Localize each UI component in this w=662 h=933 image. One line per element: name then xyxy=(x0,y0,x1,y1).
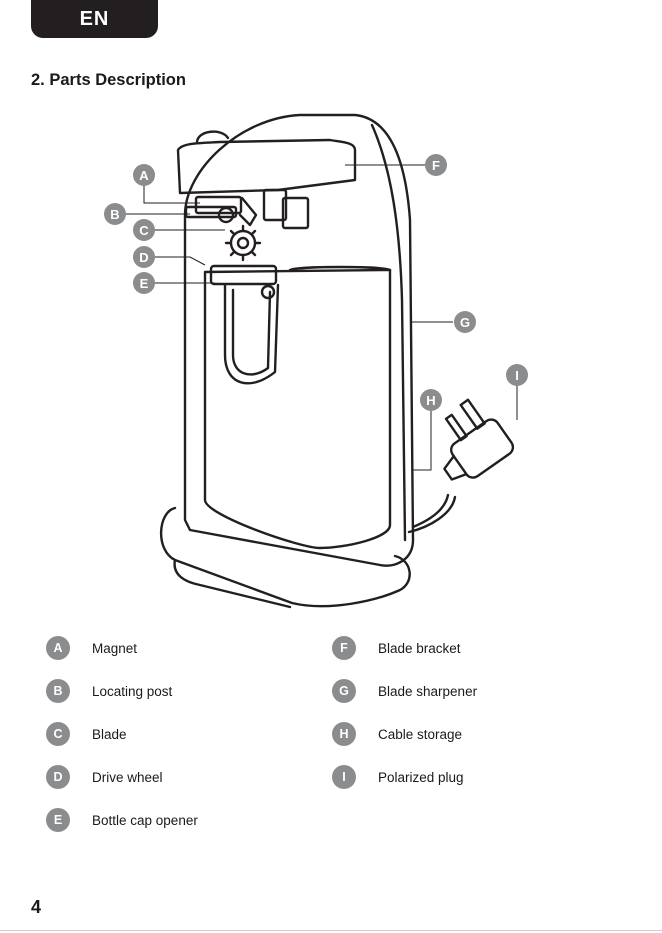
callout-b-letter: B xyxy=(110,207,119,222)
legend-item-magnet: A Magnet xyxy=(46,636,70,660)
legend-badge: A xyxy=(46,636,70,660)
legend-label: Cable storage xyxy=(378,727,462,742)
legend-item-cable-storage: H Cable storage xyxy=(332,722,356,746)
legend-badge: I xyxy=(332,765,356,789)
callout-a-letter: A xyxy=(139,168,149,183)
legend-label: Blade sharpener xyxy=(378,684,477,699)
callout-d: D xyxy=(133,246,155,268)
legend-item-drive-wheel: D Drive wheel xyxy=(46,765,70,789)
power-cord xyxy=(413,495,448,527)
callout-b: B xyxy=(104,203,126,225)
legend-label: Blade bracket xyxy=(378,641,461,656)
callout-a: A xyxy=(133,164,155,186)
legend-item-bottle-cap-opener: E Bottle cap opener xyxy=(46,808,70,832)
opener-body xyxy=(185,115,413,566)
legend-badge: H xyxy=(332,722,356,746)
legend-badge: B xyxy=(46,679,70,703)
legend-badge: G xyxy=(332,679,356,703)
callout-c-letter: C xyxy=(139,223,149,238)
callout-g-letter: G xyxy=(460,315,470,330)
legend-label: Blade xyxy=(92,727,127,742)
legend-label: Locating post xyxy=(92,684,172,699)
callout-d-letter: D xyxy=(139,250,148,265)
legend-label: Drive wheel xyxy=(92,770,163,785)
callout-e: E xyxy=(133,272,155,294)
callout-f-letter: F xyxy=(432,158,440,173)
callout-h: H xyxy=(420,389,442,411)
legend-label: Bottle cap opener xyxy=(92,813,198,828)
legend-item-locating-post: B Locating post xyxy=(46,679,70,703)
callout-f: F xyxy=(425,154,447,176)
legend-label: Polarized plug xyxy=(378,770,464,785)
can-opener-illustration: A B C D E F G H I xyxy=(0,95,662,625)
legend-badge: F xyxy=(332,636,356,660)
legend-item-blade-sharpener: G Blade sharpener xyxy=(332,679,356,703)
legend-badge: D xyxy=(46,765,70,789)
language-tab: EN xyxy=(31,0,158,38)
legend-item-blade-bracket: F Blade bracket xyxy=(332,636,356,660)
callout-i-letter: I xyxy=(515,368,519,383)
language-label: EN xyxy=(80,8,110,31)
legend-item-polarized-plug: I Polarized plug xyxy=(332,765,356,789)
callout-i: I xyxy=(506,364,528,386)
bottom-rule xyxy=(0,930,662,931)
opener-base xyxy=(161,508,410,606)
callout-h-letter: H xyxy=(426,393,435,408)
callout-e-letter: E xyxy=(140,276,149,291)
legend-badge: C xyxy=(46,722,70,746)
callout-g: G xyxy=(454,311,476,333)
section-title: 2. Parts Description xyxy=(31,71,186,90)
legend-label: Magnet xyxy=(92,641,137,656)
callout-c: C xyxy=(133,219,155,241)
page-number: 4 xyxy=(31,897,41,918)
legend-badge: E xyxy=(46,808,70,832)
legend-item-blade: C Blade xyxy=(46,722,70,746)
